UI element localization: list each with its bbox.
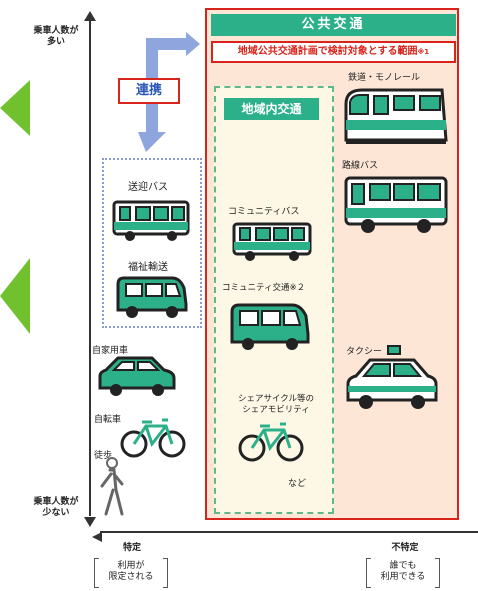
limited-service-box <box>102 158 202 328</box>
axis-right-box: 誰でも利用できる <box>366 558 440 588</box>
taxi-icon <box>344 344 440 414</box>
share-mobility-label: シェアサイクル等のシェアモビリティ <box>237 394 315 415</box>
community-transport-label: コミュニティ交通※２ <box>222 283 306 293</box>
bicycle-label: 自転車 <box>94 415 122 425</box>
walking-person-icon <box>96 456 126 518</box>
community-van-icon <box>228 300 312 352</box>
axis-left-label: 特定 <box>122 543 141 553</box>
private-car-icon <box>96 352 178 398</box>
horizontal-axis-line <box>100 531 478 533</box>
etc-label: など <box>288 479 307 489</box>
share-bicycle-icon <box>236 420 306 464</box>
axis-right-label: 不特定 <box>391 543 419 553</box>
scope-note: 地域公共交通計画で検討対象とする範囲※1 <box>211 41 456 63</box>
green-triangle-top <box>0 80 30 140</box>
train-icon <box>342 84 450 150</box>
collaboration-label: 連携 <box>118 78 180 104</box>
community-bus-label: コミュニティバス <box>228 207 300 217</box>
axis-left-box: 利用が限定される <box>94 558 168 588</box>
bicycle-icon <box>118 416 188 460</box>
shuttle-bus-label: 送迎バス <box>128 182 168 193</box>
vertical-axis-arrow-down <box>84 512 96 531</box>
axis-top-label: 乗車人数が多い <box>33 26 79 47</box>
public-transport-title: 公共交通 <box>211 14 456 36</box>
rail-label: 鉄道・モノレール <box>348 73 421 83</box>
community-bus-icon <box>232 220 312 264</box>
green-triangle-bottom <box>0 258 30 338</box>
route-bus-icon <box>344 174 448 236</box>
route-bus-label: 路線バス <box>342 161 379 171</box>
collaboration-arrow <box>138 14 208 158</box>
horizontal-axis-arrow-left <box>92 527 102 546</box>
vertical-axis-line <box>89 14 91 516</box>
shuttle-bus-icon <box>112 198 190 244</box>
walk-label: 徒歩 <box>94 451 113 461</box>
private-car-label: 自家用車 <box>92 346 129 356</box>
axis-bottom-label: 乗車人数が少ない <box>33 497 79 518</box>
welfare-van-icon <box>114 274 188 320</box>
vertical-axis-arrow-up <box>84 6 96 25</box>
taxi-label: タクシー <box>346 347 383 357</box>
regional-transport-title: 地域内交通 <box>224 98 319 120</box>
welfare-transport-label: 福祉輸送 <box>128 262 168 273</box>
